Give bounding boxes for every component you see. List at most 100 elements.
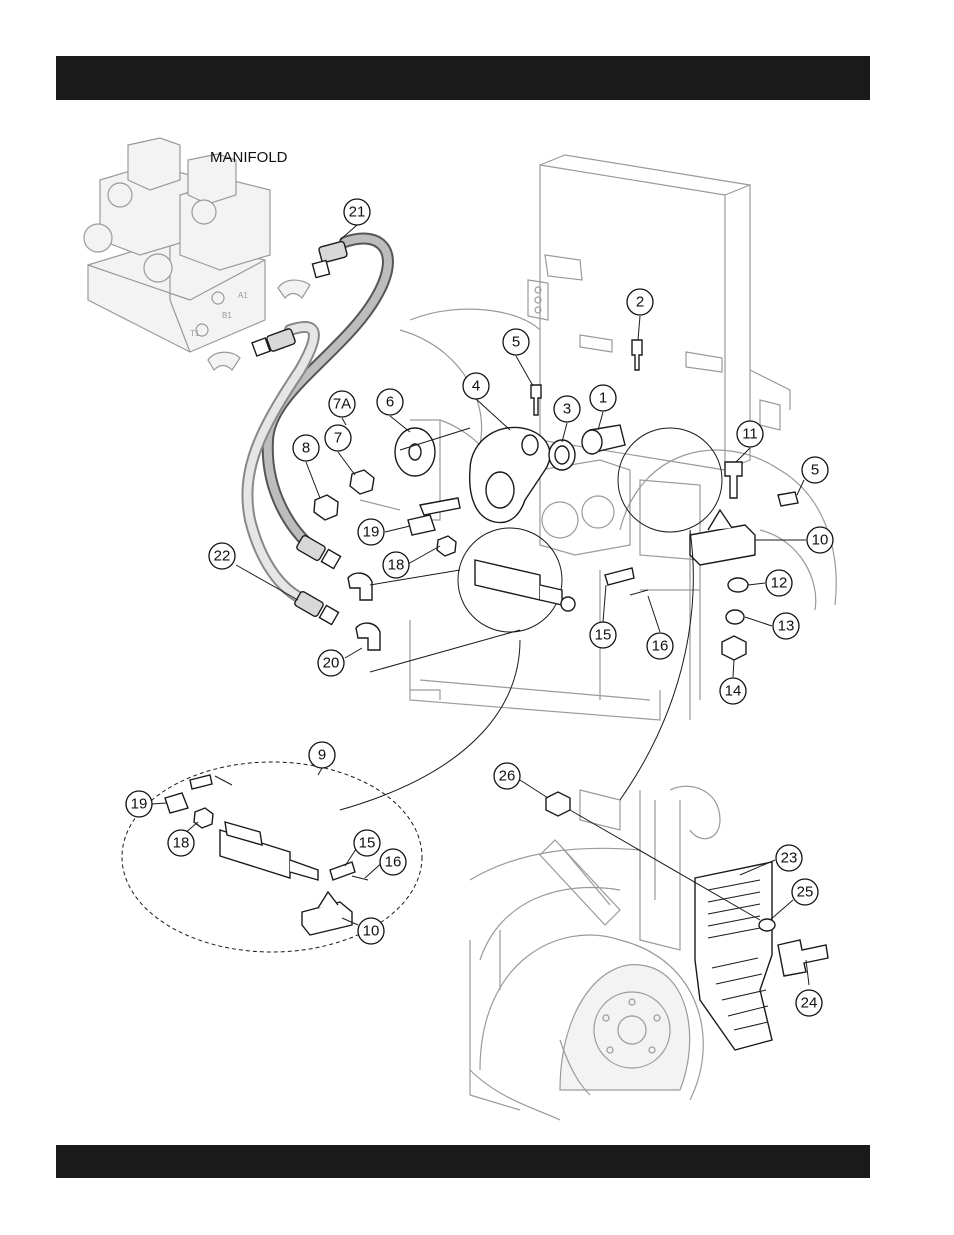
nut-26 bbox=[546, 792, 570, 816]
callout-26[interactable]: 26 bbox=[494, 763, 520, 789]
nut-8 bbox=[314, 495, 338, 520]
callout-13[interactable]: 13 bbox=[773, 613, 799, 639]
clevis-19b bbox=[165, 793, 188, 813]
svg-text:1: 1 bbox=[599, 390, 607, 407]
callout-7a[interactable]: 7A bbox=[329, 391, 355, 417]
svg-text:19: 19 bbox=[131, 796, 148, 813]
svg-text:4: 4 bbox=[472, 378, 480, 395]
pin-15b bbox=[330, 862, 355, 880]
callout-15-kit[interactable]: 15 bbox=[354, 830, 380, 856]
callout-23[interactable]: 23 bbox=[776, 845, 802, 871]
callout-15[interactable]: 15 bbox=[590, 622, 616, 648]
callout-21[interactable]: 21 bbox=[344, 199, 370, 225]
pedal-23 bbox=[695, 862, 772, 1050]
bolt-11 bbox=[725, 462, 742, 498]
callout-9[interactable]: 9 bbox=[309, 742, 335, 768]
callout-12[interactable]: 12 bbox=[766, 570, 792, 596]
detail-circle-bracket bbox=[618, 428, 722, 532]
lower-machine-background bbox=[470, 786, 720, 1120]
svg-text:11: 11 bbox=[742, 426, 758, 443]
lock-washer-13 bbox=[726, 610, 744, 624]
callout-1[interactable]: 1 bbox=[590, 385, 616, 411]
bushing-1-end bbox=[582, 430, 602, 454]
svg-text:21: 21 bbox=[349, 204, 366, 221]
svg-text:6: 6 bbox=[386, 394, 394, 411]
svg-text:18: 18 bbox=[173, 835, 190, 852]
callout-25[interactable]: 25 bbox=[792, 879, 818, 905]
bolt-24 bbox=[778, 940, 828, 976]
cylinder-kit-rod bbox=[290, 860, 318, 880]
cylinder-upper-end bbox=[540, 585, 562, 605]
callout-19[interactable]: 19 bbox=[358, 519, 384, 545]
fitting-2 bbox=[632, 340, 642, 370]
svg-text:25: 25 bbox=[797, 884, 814, 901]
callout-14[interactable]: 14 bbox=[720, 678, 746, 704]
svg-text:7A: 7A bbox=[333, 396, 351, 413]
grease-fitting-5b bbox=[778, 492, 798, 506]
callout-3[interactable]: 3 bbox=[554, 396, 580, 422]
callout-11[interactable]: 11 bbox=[737, 421, 763, 447]
hose-22 bbox=[247, 327, 338, 625]
svg-text:9: 9 bbox=[318, 747, 326, 764]
svg-text:23: 23 bbox=[781, 850, 798, 867]
svg-text:22: 22 bbox=[214, 548, 231, 565]
elbow-fitting-lower bbox=[356, 623, 380, 650]
callout-7[interactable]: 7 bbox=[325, 425, 351, 451]
svg-text:7: 7 bbox=[334, 430, 342, 447]
svg-text:19: 19 bbox=[363, 524, 380, 541]
callout-18[interactable]: 18 bbox=[383, 552, 409, 578]
washer-3-hole bbox=[555, 446, 569, 464]
callout-24[interactable]: 24 bbox=[796, 990, 822, 1016]
washer-12 bbox=[728, 578, 748, 592]
nut-18b bbox=[194, 808, 213, 828]
cylinder-upper-eye bbox=[561, 597, 575, 611]
svg-text:15: 15 bbox=[359, 835, 376, 852]
svg-text:18: 18 bbox=[388, 557, 405, 574]
callout-8[interactable]: 8 bbox=[293, 435, 319, 461]
bracket-10a-lug bbox=[708, 510, 732, 530]
svg-text:14: 14 bbox=[725, 683, 742, 700]
callout-5[interactable]: 5 bbox=[503, 329, 529, 355]
bell-crank-hole bbox=[486, 472, 514, 508]
svg-text:24: 24 bbox=[801, 995, 818, 1012]
clevis-19a bbox=[408, 515, 435, 535]
callout-16-kit[interactable]: 16 bbox=[380, 849, 406, 875]
svg-text:13: 13 bbox=[778, 618, 795, 635]
svg-text:16: 16 bbox=[385, 854, 402, 871]
callout-10[interactable]: 10 bbox=[807, 527, 833, 553]
manifold-label: MANIFOLD bbox=[210, 149, 288, 166]
svg-text:5: 5 bbox=[512, 334, 520, 351]
callout-16[interactable]: 16 bbox=[647, 633, 673, 659]
pin-15a bbox=[605, 568, 634, 585]
svg-text:10: 10 bbox=[812, 532, 829, 549]
pin-19b bbox=[190, 775, 212, 789]
bracket-10b bbox=[302, 902, 352, 935]
svg-text:16: 16 bbox=[652, 638, 669, 655]
cotter-pin-16a bbox=[630, 590, 648, 595]
washer-25 bbox=[759, 919, 775, 931]
cylinder-upper bbox=[475, 560, 540, 600]
svg-text:20: 20 bbox=[323, 655, 340, 672]
svg-text:5: 5 bbox=[811, 462, 819, 479]
callout-22[interactable]: 22 bbox=[209, 543, 235, 569]
svg-text:3: 3 bbox=[563, 401, 571, 418]
svg-text:2: 2 bbox=[636, 294, 644, 311]
svg-text:15: 15 bbox=[595, 627, 612, 644]
svg-text:8: 8 bbox=[302, 440, 310, 457]
svg-text:26: 26 bbox=[499, 768, 516, 785]
callout-2[interactable]: 2 bbox=[627, 289, 653, 315]
port-label-b1: B1 bbox=[222, 311, 232, 320]
cotter-pin-kit bbox=[215, 776, 232, 785]
callout-18-kit[interactable]: 18 bbox=[168, 830, 194, 856]
callout-5-right[interactable]: 5 bbox=[802, 457, 828, 483]
port-label-a1: A1 bbox=[238, 291, 248, 300]
callout-6[interactable]: 6 bbox=[377, 389, 403, 415]
bell-crank-pivot bbox=[522, 435, 538, 455]
nut-14 bbox=[722, 636, 746, 660]
svg-text:10: 10 bbox=[363, 923, 380, 940]
callout-19-kit[interactable]: 19 bbox=[126, 791, 152, 817]
callout-20[interactable]: 20 bbox=[318, 650, 344, 676]
callout-10-kit[interactable]: 10 bbox=[358, 918, 384, 944]
callout-4[interactable]: 4 bbox=[463, 373, 489, 399]
